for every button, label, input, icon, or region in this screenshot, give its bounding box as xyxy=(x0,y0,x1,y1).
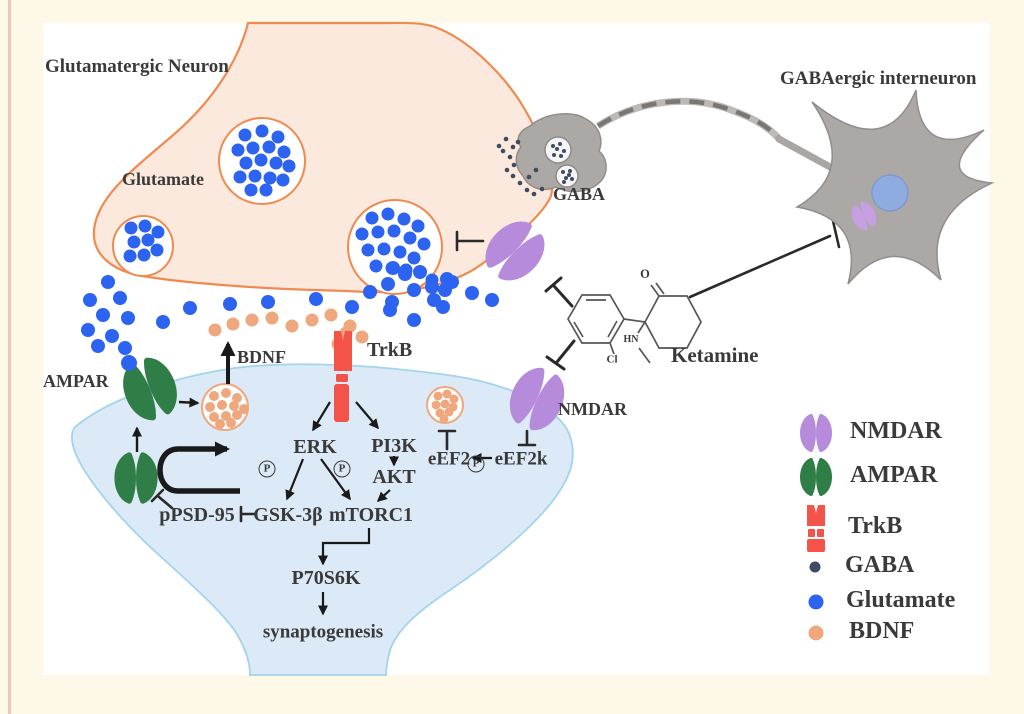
legend-label-ampar: AMPAR xyxy=(850,462,938,488)
gabaergic-interneuron-label: GABAergic interneuron xyxy=(780,68,977,89)
trkb-receptor-icon xyxy=(807,505,825,552)
gsk3b-label: GSK-3β xyxy=(253,504,323,526)
akt-label: AKT xyxy=(372,466,416,488)
gaba-axon-dashes xyxy=(596,99,782,142)
ketamine-label: Ketamine xyxy=(671,343,759,367)
ketamine-oxygen-label: O xyxy=(640,266,650,281)
eef2-label: eEF2 xyxy=(427,448,471,470)
legend-label-bdnf: BDNF xyxy=(849,618,915,644)
glutamate-label: Glutamate xyxy=(122,169,204,189)
interneuron-nucleus xyxy=(871,174,909,212)
bdnf-dot-icon xyxy=(808,625,824,641)
legend-label-trkb: TrkB xyxy=(848,513,903,539)
mtorc1-label: mTORC1 xyxy=(328,504,414,526)
eef2k-label: eEF2k xyxy=(494,448,548,470)
ampar-label: AMPAR xyxy=(43,371,109,391)
bdnf-vesicles xyxy=(201,383,464,431)
frame-edge xyxy=(8,0,11,714)
nmdar-label: NMDAR xyxy=(558,399,627,419)
legend-label-nmdar: NMDAR xyxy=(850,418,942,444)
glutamate-dots-in-vesicles xyxy=(123,124,439,287)
erk-label: ERK xyxy=(293,436,337,458)
phospho-badge-erk-gsk: P xyxy=(258,460,276,478)
legend-label-glutamate: Glutamate xyxy=(846,587,956,613)
ketamine-amine-label: HN xyxy=(623,334,639,345)
glutamate-dots-released xyxy=(81,261,499,355)
phospho-badge-erk-mtorc: P xyxy=(333,460,351,478)
pathway-arrows xyxy=(132,397,492,616)
pi3k-label: PI3K xyxy=(371,435,417,457)
p70s6k-label: P70S6K xyxy=(291,567,361,589)
gaba-label: GABA xyxy=(553,184,606,204)
gaba-dot-icon xyxy=(809,561,821,573)
ppsd95-label: pPSD-95 xyxy=(159,504,235,526)
inhibition-bars xyxy=(150,219,841,523)
bdnf-dots-released xyxy=(208,308,369,351)
ampar-recycling-arrow xyxy=(157,441,240,494)
glutamatergic-neuron-label: Glutamatergic Neuron xyxy=(45,56,229,77)
trkb-receptor xyxy=(334,331,352,422)
trkb-label: TrkB xyxy=(367,339,413,361)
ketamine-chlorine-label: Cl xyxy=(606,353,618,366)
bdnf-label: BDNF xyxy=(237,347,286,367)
gaba-dots xyxy=(496,136,574,197)
ampar-membrane-receptor xyxy=(119,355,181,423)
legend-icons xyxy=(800,414,832,641)
glutamate-bound-dot xyxy=(121,355,137,371)
legend-label-gaba: GABA xyxy=(845,552,915,578)
synaptogenesis-label: synaptogenesis xyxy=(262,621,384,643)
phospho-badge-eef2: P xyxy=(467,455,485,473)
glutamate-dot-icon xyxy=(808,594,824,610)
ketamine-structure xyxy=(567,282,702,364)
